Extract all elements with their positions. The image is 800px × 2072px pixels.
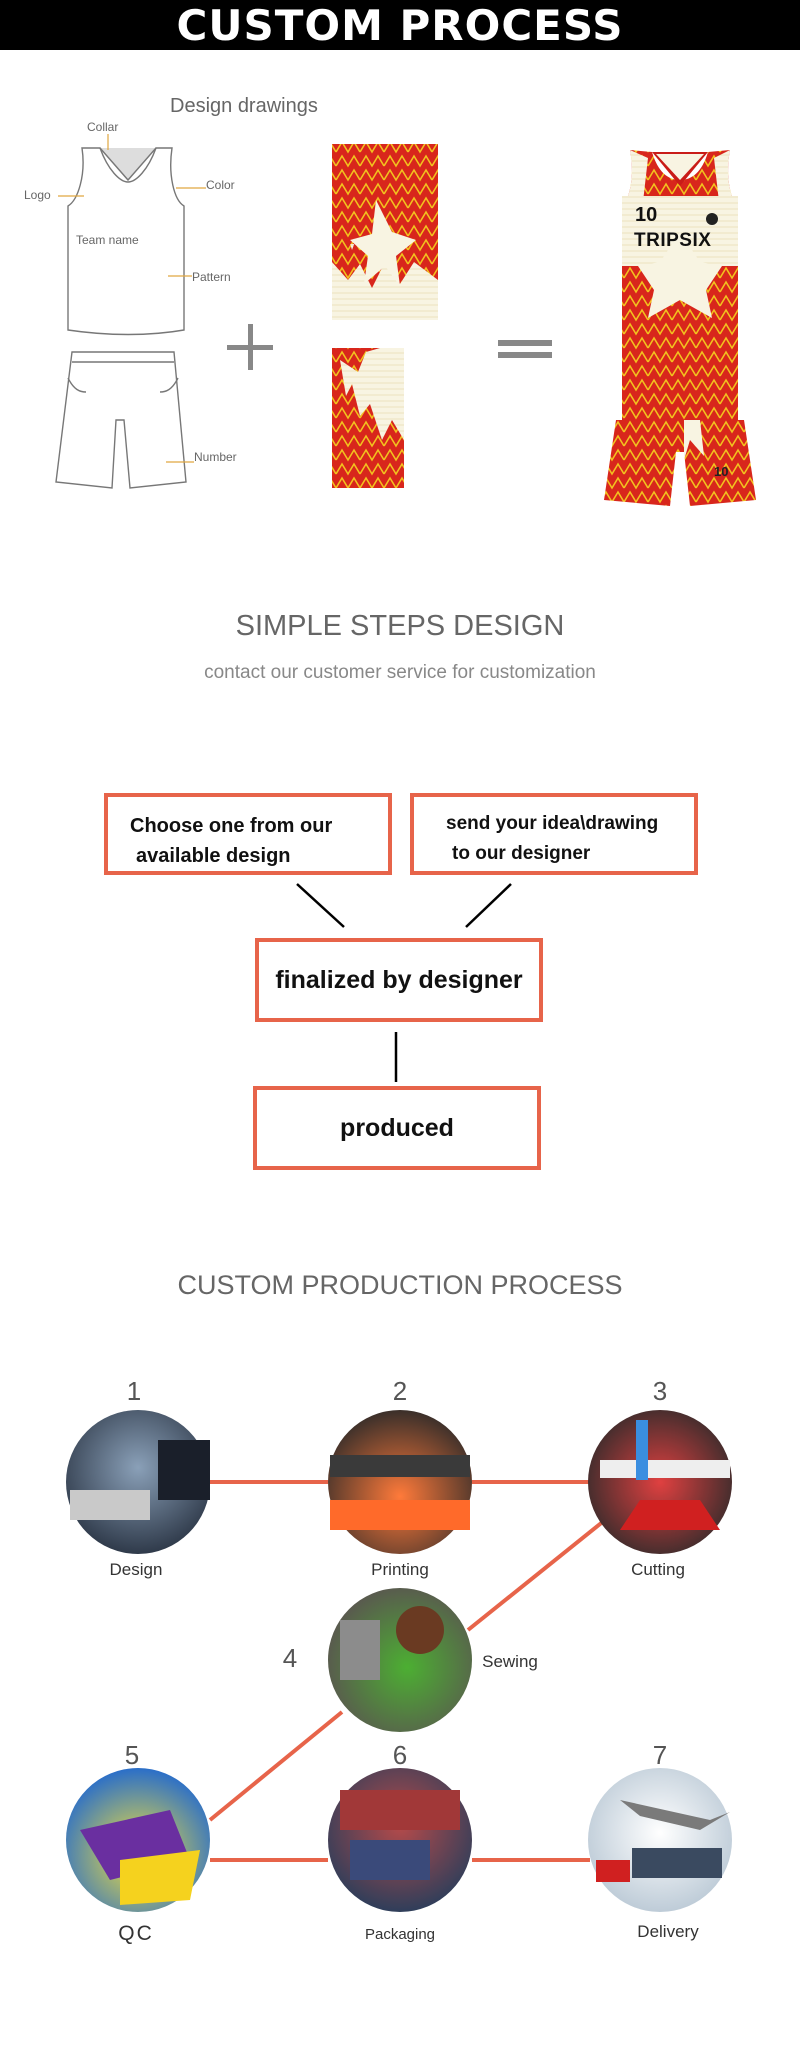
process-number-2: 2 [392,1376,408,1406]
qc-photo-circle [66,1768,210,1912]
shorts-print-panel [332,348,404,488]
packaging-photo-circle [328,1768,472,1912]
design-drawings-heading: Design drawings [170,95,318,117]
page-title: CUSTOM PROCESS [176,1,624,50]
delivery-photo-circle [588,1768,732,1912]
step-send-idea-box: send your idea\drawing to our designer [410,793,698,875]
finished-uniform [604,150,756,506]
collar-label: Collar [87,120,119,134]
process-number-3: 3 [652,1376,668,1406]
production-title: CUSTOM PRODUCTION PROCESS [177,1270,623,1300]
process-number-5: 5 [124,1740,140,1770]
jersey-print-panel [332,144,438,320]
design-drawings-illustration [55,134,756,506]
team-name-label: Team name [76,233,139,247]
steps-title: SIMPLE STEPS DESIGN [235,610,565,642]
steps-subtitle: contact our customer service for customi… [204,662,596,683]
pattern-label: Pattern [192,270,231,284]
process-label-cutting: Cutting [631,1560,685,1579]
process-label-qc: QC [118,1922,154,1945]
step-choose-design-box: Choose one from our available design [104,793,392,875]
sewing-photo-circle [328,1588,472,1732]
process-number-7: 7 [652,1740,668,1770]
process-label-design: Design [109,1560,163,1579]
process-label-printing: Printing [371,1560,429,1579]
process-label-packaging: Packaging [364,1926,436,1943]
step-choose-design-line2: available design [136,845,291,867]
process-label-delivery: Delivery [637,1922,699,1941]
number-label: Number [194,450,237,464]
shorts-outline [55,351,187,489]
step-finalized-box: finalized by designer [255,938,543,1022]
step-choose-design-line1: Choose one from our [130,815,333,837]
step-send-idea-line1: send your idea\drawing [446,813,659,834]
printing-photo-circle [328,1410,472,1554]
process-label-sewing: Sewing [482,1652,538,1671]
design-photo-circle [66,1410,210,1554]
logo-label: Logo [24,188,51,202]
jersey-number-text: 10 [635,204,658,226]
color-label: Color [206,178,235,192]
step-send-idea-line2: to our designer [452,843,591,864]
cutting-photo-circle [588,1410,732,1554]
step-produced-box: produced [253,1086,541,1170]
shorts-number-text: 10 [714,464,729,479]
jersey-outline [67,147,185,336]
jersey-team-text: TRIPSIX [634,230,712,251]
process-number-4: 4 [282,1643,298,1673]
process-number-6: 6 [392,1740,408,1770]
process-number-1: 1 [126,1376,142,1406]
header-banner [0,0,800,50]
